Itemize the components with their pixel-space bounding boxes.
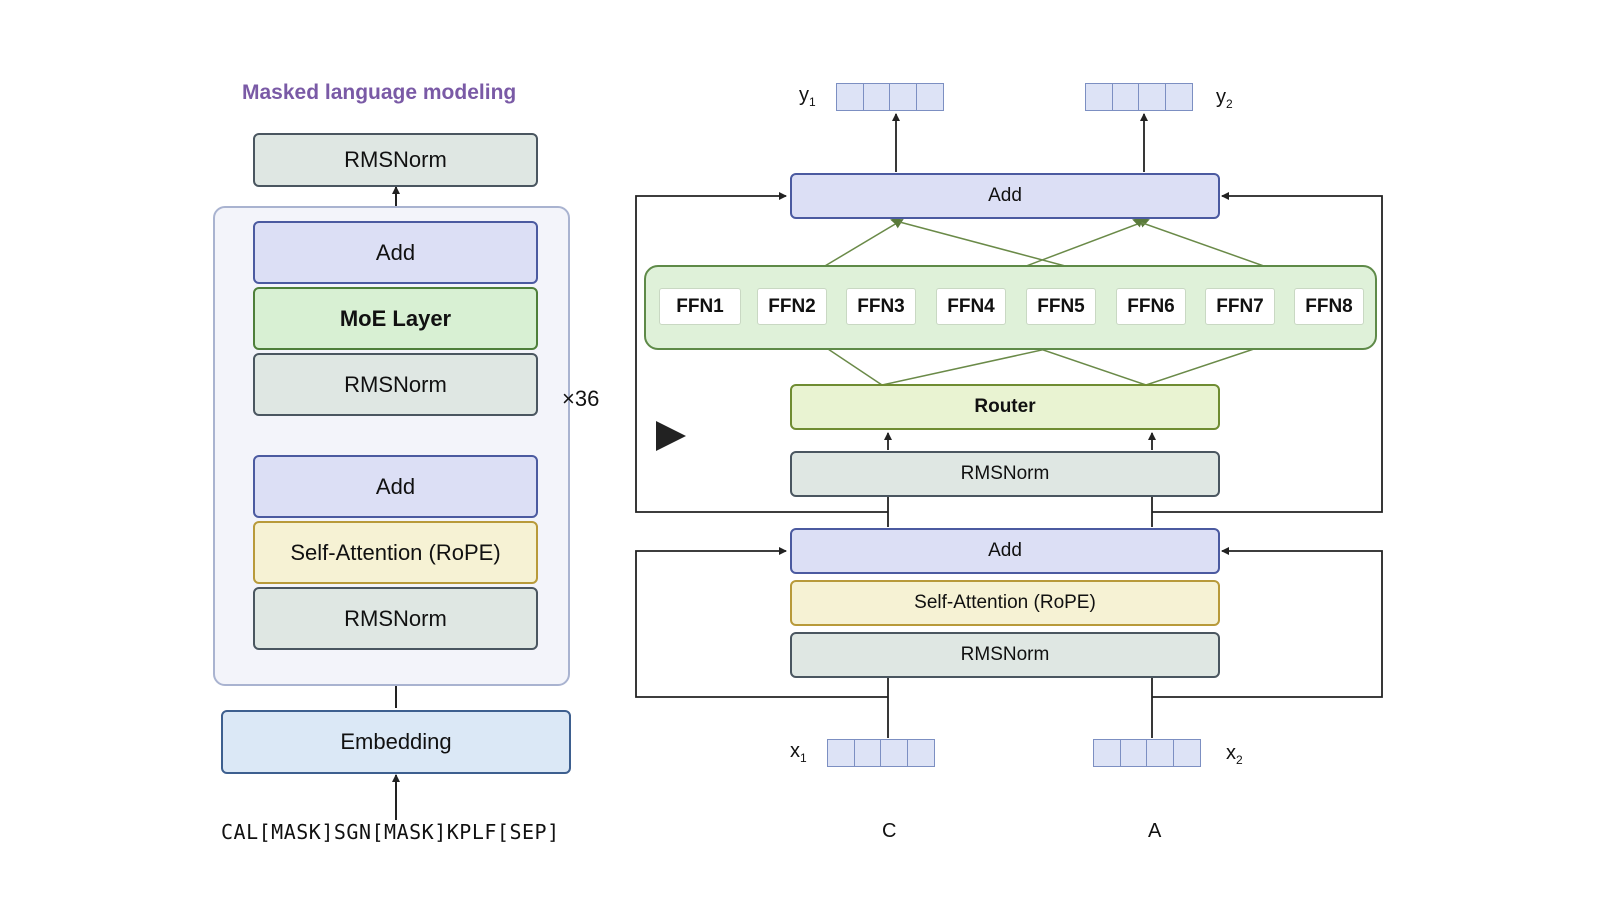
repeat-count: ×36 <box>562 386 600 411</box>
expert-ffn5: FFN5 <box>1026 288 1096 325</box>
right-arrows <box>635 113 1383 738</box>
input-x2-vector <box>1093 739 1201 767</box>
expert-ffn3: FFN3 <box>846 288 916 325</box>
expert-ffn1: FFN1 <box>659 288 741 325</box>
input-token-c: C <box>882 820 897 842</box>
left-add-top: Add <box>253 221 538 284</box>
left-top-rmsnorm: RMSNorm <box>253 133 538 187</box>
expert-ffn2: FFN2 <box>757 288 827 325</box>
right-rmsnorm-bottom: RMSNorm <box>790 632 1220 678</box>
left-rmsnorm-mid: RMSNorm <box>253 353 538 416</box>
output-y1-label: y1 <box>799 84 816 109</box>
output-y2-vector <box>1085 83 1193 111</box>
input-x1-label: x1 <box>790 740 807 765</box>
input-sequence: CAL[MASK]SGN[MASK]KPLF[SEP] <box>221 820 560 844</box>
expert-ffn7: FFN7 <box>1205 288 1275 325</box>
output-y2-label: y2 <box>1216 86 1233 111</box>
left-title: Masked language modeling <box>242 81 517 104</box>
input-token-a: A <box>1148 820 1162 842</box>
expert-ffn4: FFN4 <box>936 288 1006 325</box>
expert-ffn8: FFN8 <box>1294 288 1364 325</box>
input-x2-label: x2 <box>1226 742 1243 767</box>
left-moe-layer: MoE Layer <box>253 287 538 350</box>
output-y1-vector <box>836 83 944 111</box>
expert-ffn6: FFN6 <box>1116 288 1186 325</box>
input-x1-vector <box>827 739 935 767</box>
right-add-bottom: Add <box>790 528 1220 574</box>
left-self-attention: Self-Attention (RoPE) <box>253 521 538 584</box>
right-self-attention: Self-Attention (RoPE) <box>790 580 1220 626</box>
left-add-bottom: Add <box>253 455 538 518</box>
right-router: Router <box>790 384 1220 430</box>
left-embedding: Embedding <box>221 710 571 774</box>
left-rmsnorm-bottom: RMSNorm <box>253 587 538 650</box>
right-rmsnorm-top: RMSNorm <box>790 451 1220 497</box>
right-add-top: Add <box>790 173 1220 219</box>
